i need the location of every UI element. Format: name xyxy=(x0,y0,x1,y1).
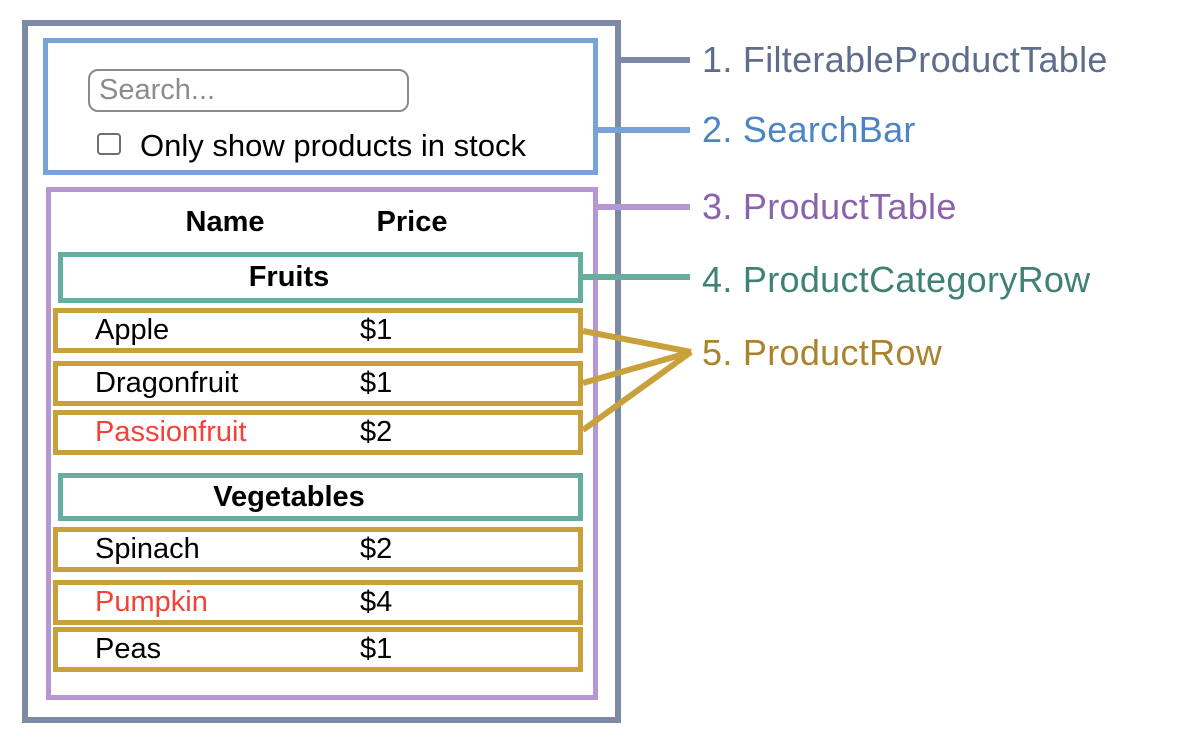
product-price: $1 xyxy=(360,367,393,399)
label-product-row: 5. ProductRow xyxy=(702,332,943,373)
category-row-fruits: Fruits xyxy=(58,252,583,303)
search-input[interactable] xyxy=(88,69,409,112)
product-row-apple: Apple $1 xyxy=(53,308,583,353)
product-name: Peas xyxy=(95,633,162,665)
category-row-vegetables: Vegetables xyxy=(58,473,583,521)
product-price: $2 xyxy=(360,416,393,448)
product-price: $4 xyxy=(360,586,393,618)
label-product-table: 3. ProductTable xyxy=(702,186,957,227)
product-price: $1 xyxy=(360,633,393,665)
product-name-out-of-stock: Pumpkin xyxy=(95,586,208,618)
label-search-bar: 2. SearchBar xyxy=(702,109,916,150)
product-row-peas: Peas $1 xyxy=(53,627,583,672)
product-price: $1 xyxy=(360,314,393,346)
category-label: Vegetables xyxy=(213,480,365,513)
product-row-pumpkin: Pumpkin $4 xyxy=(53,580,583,625)
product-name: Dragonfruit xyxy=(95,367,239,399)
product-name-out-of-stock: Passionfruit xyxy=(95,416,247,448)
category-label: Fruits xyxy=(248,261,330,293)
column-header-name: Name xyxy=(185,206,265,238)
column-header-price: Price xyxy=(376,206,448,238)
in-stock-checkbox[interactable] xyxy=(97,133,121,155)
product-name: Apple xyxy=(95,314,170,346)
product-name: Spinach xyxy=(95,533,200,565)
product-row-dragonfruit: Dragonfruit $1 xyxy=(53,361,583,406)
label-filterable-product-table: 1. FilterableProductTable xyxy=(702,39,1108,80)
label-product-category-row: 4. ProductCategoryRow xyxy=(702,259,1091,300)
in-stock-checkbox-label: Only show products in stock xyxy=(140,128,526,163)
product-price: $2 xyxy=(360,533,393,565)
product-row-spinach: Spinach $2 xyxy=(53,527,583,572)
product-row-passionfruit: Passionfruit $2 xyxy=(53,410,583,455)
